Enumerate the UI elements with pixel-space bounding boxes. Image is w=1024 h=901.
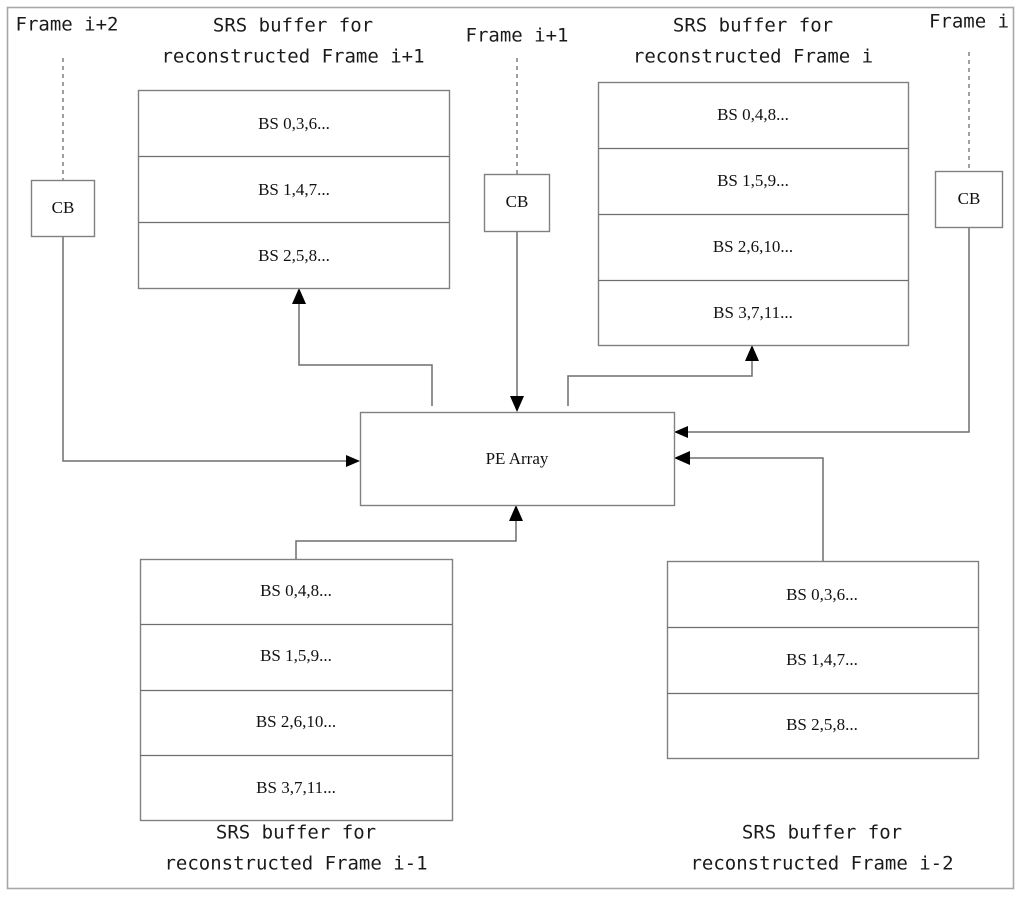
frame-label-left: Frame i+2	[16, 14, 119, 36]
connector-buffer-bottom-left-to-pe-array	[295, 517, 517, 559]
cb-middle-label: CB	[506, 192, 529, 211]
buffer-top-right-caption-line1: SRS buffer for	[673, 15, 833, 37]
buffer-top-left-row-1: BS 1,4,7...	[258, 180, 330, 199]
connector-pe-array-to-buffer-top-left	[298, 297, 433, 406]
figure-outer-border	[6, 6, 1015, 890]
arrowhead-cb-right-to-pe-array	[674, 426, 688, 438]
buffer-top-left[interactable]: BS 0,3,6... BS 1,4,7... BS 2,5,8...	[137, 89, 451, 290]
cb-left-label: CB	[52, 198, 75, 217]
pe-array-label: PE Array	[486, 449, 549, 468]
buffer-top-right-row-0: BS 0,4,8...	[717, 105, 789, 124]
connector-cb-right-to-pe-array	[680, 228, 970, 433]
buffer-bottom-right[interactable]: BS 0,3,6... BS 1,4,7... BS 2,5,8...	[666, 560, 980, 760]
buffer-top-left-row-2: BS 2,5,8...	[258, 246, 330, 265]
pe-array-box[interactable]	[359, 411, 676, 507]
buffer-top-right-row-1: BS 1,5,9...	[717, 171, 789, 190]
buffer-bottom-left-caption-line1: SRS buffer for	[216, 822, 376, 844]
buffer-top-right-row-3: BS 3,7,11...	[713, 303, 793, 322]
arrowhead-pe-array-to-buffer-top-right	[745, 345, 759, 361]
connector-pe-array-to-buffer-top-right	[567, 354, 753, 406]
buffer-bottom-right-frame	[666, 560, 980, 760]
arrowhead-pe-array-to-buffer-top-left	[292, 288, 306, 304]
buffer-bottom-left-row-3: BS 3,7,11...	[256, 778, 336, 797]
buffer-bottom-left-row-1: BS 1,5,9...	[260, 646, 332, 665]
arrowhead-cb-middle-to-pe-array	[510, 396, 524, 412]
cb-left-box[interactable]	[30, 179, 96, 238]
arrowhead-cb-left-to-pe-array	[346, 455, 360, 467]
cb-right-label: CB	[958, 189, 981, 208]
buffer-top-left-caption-line1: SRS buffer for	[213, 15, 373, 37]
arrowhead-buffer-bottom-left-to-pe-array	[509, 505, 523, 521]
buffer-bottom-right-row-0: BS 0,3,6...	[786, 585, 858, 604]
connector-cb-left-to-pe-array	[62, 237, 354, 462]
frame-label-middle: Frame i+1	[466, 25, 569, 47]
cb-middle-box[interactable]	[483, 173, 551, 233]
buffer-top-left-frame	[137, 89, 451, 290]
buffer-top-left-row-0: BS 0,3,6...	[258, 114, 330, 133]
connector-buffer-bottom-right-to-pe-array	[686, 457, 824, 561]
buffer-bottom-right-caption-line1: SRS buffer for	[742, 822, 902, 844]
buffer-top-right-row-2: BS 2,6,10...	[713, 237, 793, 256]
arrowhead-buffer-bottom-right-to-pe-array	[674, 451, 690, 465]
cb-right-box[interactable]	[934, 170, 1004, 229]
buffer-bottom-right-row-1: BS 1,4,7...	[786, 650, 858, 669]
buffer-bottom-left[interactable]: BS 0,4,8... BS 1,5,9... BS 2,6,10... BS …	[139, 558, 454, 822]
buffer-bottom-left-row-0: BS 0,4,8...	[260, 581, 332, 600]
buffer-top-right[interactable]: BS 0,4,8... BS 1,5,9... BS 2,6,10... BS …	[597, 81, 910, 347]
buffer-bottom-left-caption-line2: reconstructed Frame i-1	[164, 853, 427, 875]
frame-label-right: Frame i	[929, 11, 1009, 33]
buffer-top-right-caption-line2: reconstructed Frame i	[633, 46, 873, 68]
buffer-bottom-left-row-2: BS 2,6,10...	[256, 712, 336, 731]
buffer-bottom-right-caption-line2: reconstructed Frame i-2	[690, 853, 953, 875]
buffer-top-left-caption-line2: reconstructed Frame i+1	[161, 46, 424, 68]
buffer-bottom-right-row-2: BS 2,5,8...	[786, 715, 858, 734]
